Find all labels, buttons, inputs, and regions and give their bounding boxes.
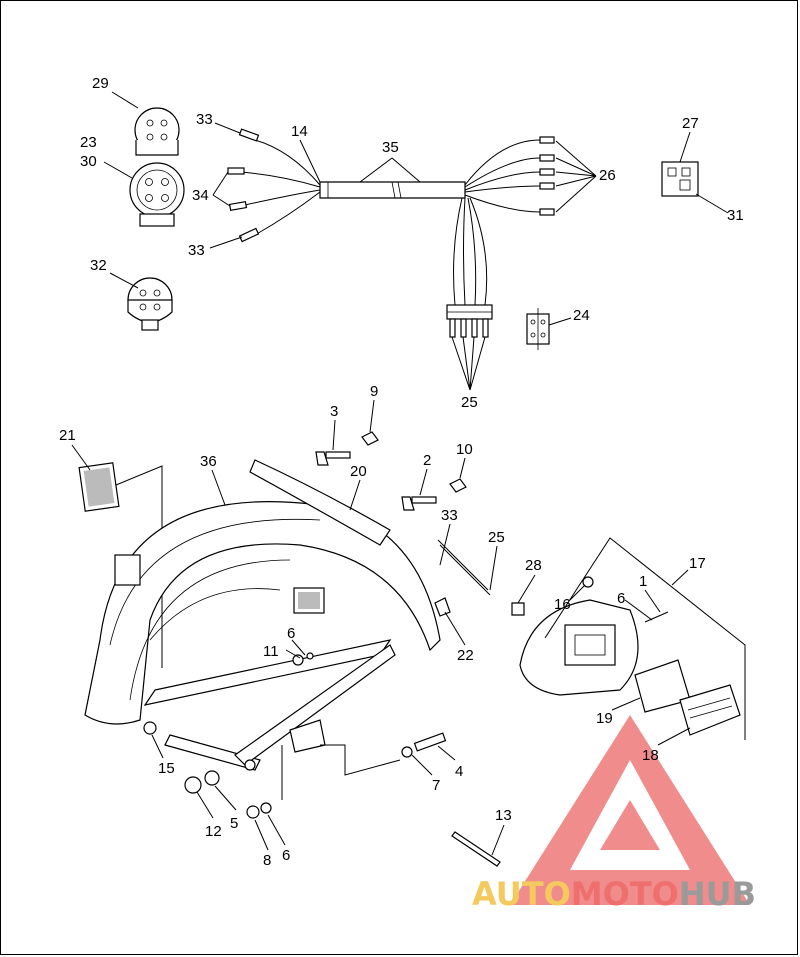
callout-20: 20	[350, 463, 367, 480]
callout-19: 19	[596, 710, 613, 727]
callout-16: 16	[554, 596, 571, 613]
callout-15: 15	[158, 760, 175, 777]
callout-17: 17	[689, 555, 706, 572]
watermark-hub: HUB	[679, 875, 756, 913]
callout-25: 25	[461, 394, 478, 411]
callout-7: 7	[432, 777, 440, 794]
watermark-logo	[510, 715, 750, 905]
callout-32: 32	[90, 257, 107, 274]
callout-14: 14	[291, 123, 308, 140]
fender-assembly	[78, 431, 746, 867]
callout-33-lower: 33	[188, 242, 205, 259]
callout-31: 31	[727, 207, 744, 224]
callout-22: 22	[457, 647, 474, 664]
callout-25-fender: 25	[488, 529, 505, 546]
watermark-moto: MOTO	[571, 875, 679, 913]
callout-29: 29	[92, 75, 109, 92]
svg-text:AUTOMOTOHUB: AUTOMOTOHUB	[472, 875, 756, 913]
callout-13: 13	[495, 807, 512, 824]
callout-36: 36	[200, 453, 217, 470]
callout-11: 11	[263, 643, 279, 660]
callout-23: 23	[80, 134, 97, 151]
callout-33-fender: 33	[441, 507, 458, 524]
callout-4: 4	[455, 763, 463, 780]
callout-6-lamp: 6	[617, 590, 625, 607]
callout-9: 9	[370, 383, 378, 400]
leader-lines	[71, 91, 729, 856]
watermark-auto: AUTO	[472, 875, 571, 913]
callout-24: 24	[573, 307, 590, 324]
callout-27: 27	[682, 115, 699, 132]
callout-30: 30	[80, 153, 97, 170]
connector-29	[134, 107, 180, 156]
callout-5: 5	[230, 815, 238, 832]
callout-12: 12	[205, 823, 222, 840]
callout-28: 28	[525, 557, 542, 574]
callout-8: 8	[263, 852, 271, 869]
callout-33: 33	[196, 111, 213, 128]
watermark-brand: AUTOMOTOHUB	[472, 875, 756, 913]
callout-35: 35	[382, 139, 399, 156]
callout-21: 21	[59, 427, 76, 444]
callout-3: 3	[330, 403, 338, 420]
callout-26: 26	[599, 167, 616, 184]
connector-23-30	[129, 162, 185, 227]
wiring-harness-group	[127, 107, 699, 350]
callout-6-fender: 6	[287, 625, 295, 642]
callout-18: 18	[642, 747, 659, 764]
connector-32	[127, 277, 173, 331]
callout-6-bottom: 6	[282, 847, 290, 864]
callout-2: 2	[423, 452, 431, 469]
callout-1: 1	[639, 573, 647, 590]
callout-labels: 29 23 30 33 14 35 34 33 26 27 31 32 24 2…	[59, 75, 744, 869]
callout-34: 34	[192, 187, 209, 204]
callout-10: 10	[456, 441, 473, 458]
